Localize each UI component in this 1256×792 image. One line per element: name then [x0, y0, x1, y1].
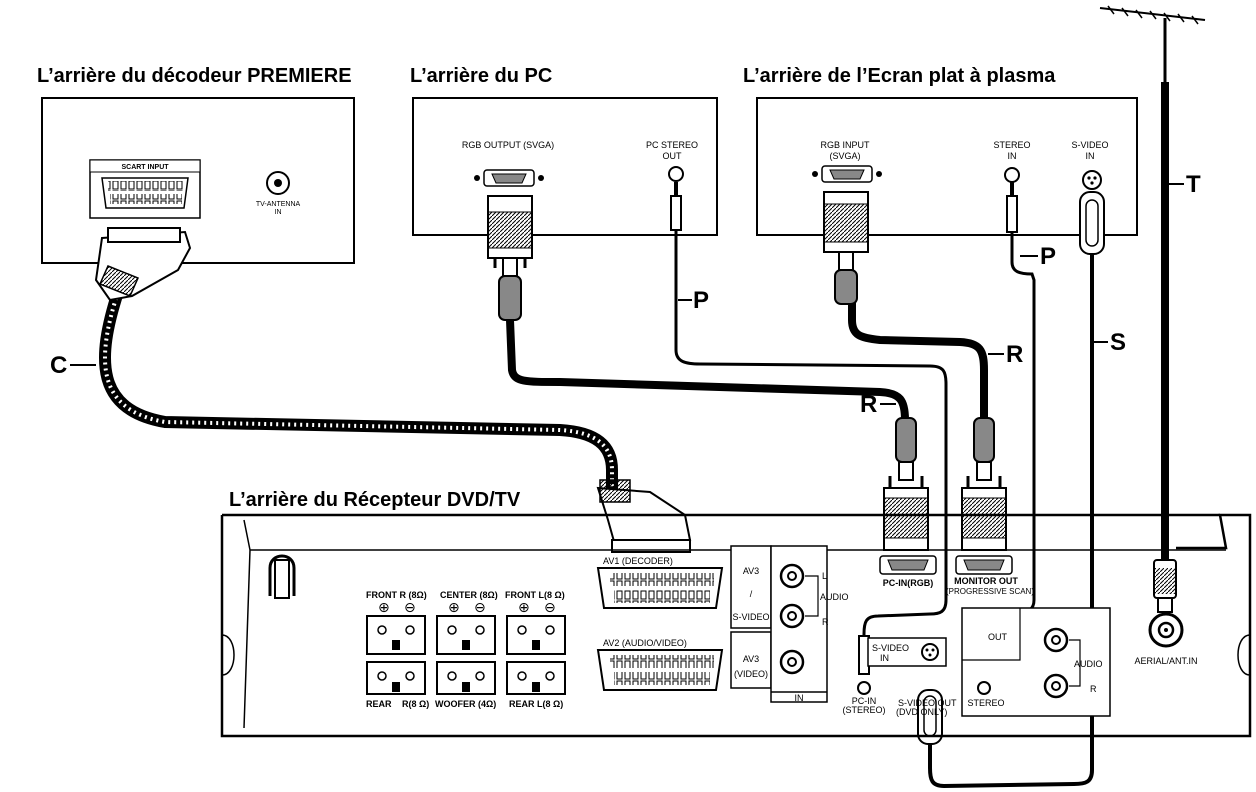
cable-c-label: C [50, 352, 67, 379]
scart-input-label: SCART INPUT [121, 164, 169, 171]
out-block: OUT STEREO AUDIO R [961, 607, 1111, 717]
decoder-title: L’arrière du décodeur PREMIERE [37, 65, 352, 87]
speaker-terminals: FRONT R (8Ω) CENTER (8Ω) FRONT L(8 Ω) ⊕ … [366, 590, 566, 709]
rgb-input-label: RGB INPUT [820, 140, 870, 150]
tv-antenna-label: TV-ANTENNA [256, 201, 301, 208]
av3-block: AV3 / S-VIDEO AV3 (VIDEO) AUDIO L R IN [730, 545, 849, 703]
svideo-out-label: S-VIDEO OUT [898, 698, 957, 708]
in-label: IN [795, 693, 804, 703]
front-r-label: FRONT R (8Ω) [366, 590, 427, 600]
svideo-in-rx-label: S-VIDEO [872, 643, 909, 653]
speaker-terminal-center [436, 615, 496, 655]
svideo-out-label-2: (DVD ONLY) [896, 707, 947, 717]
av3-top-label: AV3 [743, 566, 759, 576]
rgb-input-label-2: (SVGA) [829, 151, 860, 161]
cable-p-label-1: P [693, 287, 709, 314]
speaker-terminal-front-r [366, 615, 426, 655]
minus-icon: ⊖ [404, 600, 416, 616]
av3-video-label: (VIDEO) [734, 669, 768, 679]
speaker-terminal-rear-l [506, 661, 566, 695]
audio-out-r-label: R [1090, 684, 1097, 694]
pc-panel: RGB OUTPUT (SVGA) PC STEREO OUT [412, 97, 718, 236]
pc-stereo-out-port [668, 166, 684, 182]
cable-c [94, 227, 692, 553]
stereo-in-label: STEREO [993, 140, 1030, 150]
cable-s-label: S [1110, 329, 1126, 356]
rear-r-label: R(8 Ω) [402, 699, 429, 709]
cable-r-pc [487, 195, 929, 551]
stereo-out-label: STEREO [967, 698, 1004, 708]
aerial-port: AERIAL/ANT.IN [1134, 612, 1198, 666]
av2-label: AV2 (AUDIO/VIDEO) [603, 638, 687, 648]
receiver-panel [220, 513, 1252, 738]
cable-t [1153, 92, 1177, 613]
svideo-in-block: S-VIDEO IN PC-IN (STEREO) S-VIDEO OUT (D… [842, 637, 957, 717]
speaker-terminal-front-l [506, 615, 566, 655]
center-label: CENTER (8Ω) [440, 590, 498, 600]
svideo-in-port [1082, 170, 1102, 190]
monitor-out-port: MONITOR OUT (PROGRESSIVE SCAN) [946, 555, 1034, 596]
cable-r-label-1: R [860, 391, 877, 418]
stereo-out-port [977, 681, 991, 695]
tv-antenna-label-2: IN [275, 209, 282, 216]
plus-icon: ⊕ [448, 600, 460, 616]
stereo-in-port [1004, 167, 1020, 183]
minus-icon: ⊖ [544, 600, 556, 616]
av3-slash-label: / [750, 589, 753, 599]
av3-svideo-label: S-VIDEO [732, 612, 769, 622]
progressive-label: (PROGRESSIVE SCAN) [946, 587, 1034, 596]
pc-in-stereo-label: PC-IN [852, 696, 877, 706]
woofer-label: WOOFER (4Ω) [435, 699, 496, 709]
pc-stereo-out-label-2: OUT [663, 151, 683, 161]
av-scart-ports: AV1 (DECODER) AV2 (AUDIO/VIDEO) [596, 556, 724, 691]
minus-icon: ⊖ [474, 600, 486, 616]
audio-r-label: R [822, 617, 829, 627]
power-cord-icon [268, 554, 296, 596]
decoder-panel: SCART INPUT TV-ANTENNA IN [41, 97, 355, 264]
antenna-icon [1099, 5, 1206, 92]
receiver-title: L’arrière du Récepteur DVD/TV [229, 489, 521, 511]
cable-s [917, 191, 1105, 789]
rear-l-label: REAR L(8 Ω) [509, 699, 563, 709]
speaker-terminal-rear-r [366, 661, 426, 695]
monitor-out-label: MONITOR OUT [954, 576, 1018, 586]
pc-in-rgb-label: PC-IN(RGB) [883, 578, 934, 588]
stereo-in-label-2: IN [1008, 151, 1017, 161]
plus-icon: ⊕ [378, 600, 390, 616]
front-l-label: FRONT L(8 Ω) [505, 590, 565, 600]
svideo-in-rx-label-2: IN [880, 653, 889, 663]
pc-in-rgb-port: PC-IN(RGB) [879, 555, 937, 588]
av3-bottom-label: AV3 [743, 654, 759, 664]
speaker-terminal-woofer [436, 661, 496, 695]
svideo-in-label: S-VIDEO [1071, 140, 1108, 150]
audio-out-label: AUDIO [1074, 659, 1103, 669]
svideo-in-rx-port [921, 643, 939, 661]
pc-in-stereo-port [857, 681, 871, 695]
audio-label: AUDIO [820, 592, 849, 602]
plus-icon: ⊕ [518, 600, 530, 616]
plasma-panel: RGB INPUT (SVGA) STEREO IN S-VIDEO IN [756, 97, 1138, 236]
pc-stereo-out-label: PC STEREO [646, 140, 698, 150]
aerial-label: AERIAL/ANT.IN [1134, 656, 1197, 666]
pc-in-stereo-label-2: (STEREO) [842, 705, 885, 715]
svideo-in-label-2: IN [1086, 151, 1095, 161]
plasma-title: L’arrière de l’Ecran plat à plasma [743, 65, 1056, 87]
pc-title: L’arrière du PC [410, 65, 552, 87]
cable-t-label: T [1186, 171, 1201, 198]
av1-label: AV1 (DECODER) [603, 556, 673, 566]
out-label: OUT [988, 632, 1008, 642]
rgb-output-label: RGB OUTPUT (SVGA) [462, 140, 554, 150]
audio-l-label: L [822, 571, 827, 581]
cable-r-label-2: R [1006, 341, 1023, 368]
cable-p-label-2: P [1040, 243, 1056, 270]
rear-label: REAR [366, 699, 392, 709]
